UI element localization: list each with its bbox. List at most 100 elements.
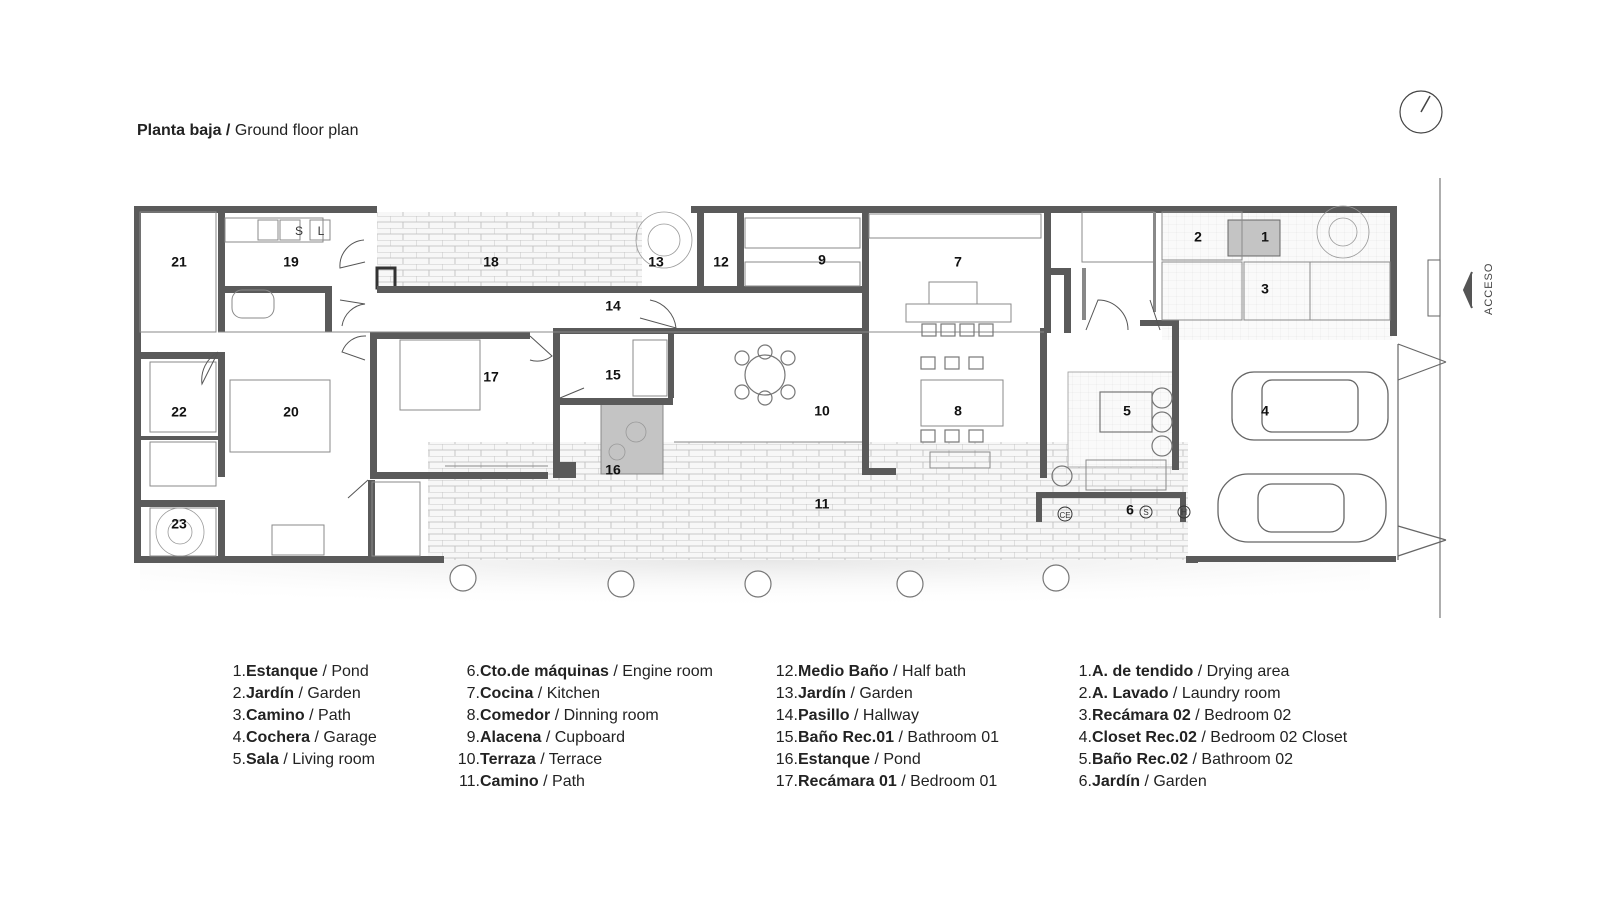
legend-num: 3. [232, 707, 246, 724]
legend-es: Medio Baño [798, 663, 889, 680]
legend-en: / Garage [314, 729, 377, 746]
legend-en: / Engine room [613, 663, 713, 680]
legend-en: / Garden [298, 685, 361, 702]
walls [134, 206, 1397, 563]
room-number: 21 [171, 254, 187, 270]
legend-en: / Drying area [1197, 663, 1290, 680]
h-circle [1177, 505, 1191, 519]
legend-item: 6.Cto.de máquinas / Engine room [452, 661, 713, 683]
legend-es: A. Lavado [1092, 685, 1169, 702]
legend-item: 11.Camino / Path [452, 771, 713, 793]
room-number: 16 [605, 462, 621, 478]
room-number: 20 [283, 404, 299, 420]
room-number: 14 [605, 298, 621, 314]
legend-es: Alacena [480, 729, 542, 746]
car-icons [1217, 371, 1389, 543]
legend-column-2: 6.Cto.de máquinas / Engine room 7.Cocina… [452, 661, 713, 793]
legend-es: Recámara 01 [798, 773, 897, 790]
room-number: 12 [713, 254, 729, 270]
legend-item: 2.Jardín / Garden [230, 683, 377, 705]
room-number: 2 [1194, 229, 1202, 245]
room-number: 19 [283, 254, 299, 270]
legend-es: Estanque [798, 751, 871, 768]
room-number: 7 [954, 254, 962, 270]
legend-item: 4.Closet Rec.02 / Bedroom 02 Closet [1076, 727, 1348, 749]
room-number: 9 [818, 252, 826, 268]
legend-item: 10.Terraza / Terrace [452, 749, 713, 771]
room-number: 18 [483, 254, 499, 270]
legend-en: / Bedroom 01 [901, 773, 998, 790]
legend-en: / Pond [874, 751, 921, 768]
legend-num: 6. [1078, 773, 1092, 790]
legend-es: Recámara 02 [1092, 707, 1191, 724]
room-numbers: 1 2 3 4 5 6 7 8 9 10 11 12 13 14 15 16 1… [171, 229, 1269, 532]
legend-item: 7.Cocina / Kitchen [452, 683, 713, 705]
legend-item: 6.Jardín / Garden [1076, 771, 1347, 793]
legend-item: 15.Baño Rec.01 / Bathroom 01 [772, 727, 999, 749]
legend-num: 11. [458, 773, 480, 790]
ce-label: CE [1059, 511, 1070, 520]
room-number: 23 [171, 516, 187, 532]
plant-icons [155, 205, 1370, 557]
legend-item: 8.Comedor / Dinning room [452, 705, 713, 727]
legend-es: Baño Rec.01 [798, 729, 895, 746]
room-number: 11 [815, 496, 830, 512]
legend-en: / Half bath [893, 663, 967, 680]
legend-es: A. de tendido [1092, 663, 1194, 680]
legend-es: Cocina [480, 685, 534, 702]
legend-es: Estanque [246, 663, 319, 680]
laundry-label: L [318, 224, 325, 238]
legend-num: 4. [1078, 729, 1092, 746]
legend-num: 16. [775, 751, 798, 768]
legend-column-3: 12.Medio Baño / Half bath 13.Jardín / Ga… [772, 661, 999, 793]
legend-en: / Path [543, 773, 585, 790]
legend-en: / Pond [322, 663, 369, 680]
pond-1 [1227, 219, 1281, 257]
legend-es: Camino [480, 773, 539, 790]
legend-num: 14. [775, 707, 798, 724]
legend-en: / Living room [283, 751, 375, 768]
legend-es: Terraza [480, 751, 536, 768]
room-number: 15 [605, 367, 621, 383]
north-arrow-icon [1399, 90, 1443, 134]
legend-item: 1.A. de tendido / Drying area [1076, 661, 1347, 683]
s-circle [1139, 505, 1153, 519]
room-number: 5 [1123, 403, 1131, 419]
legend-en: / Bedroom 02 [1195, 707, 1292, 724]
legend-es: Pasillo [798, 707, 850, 724]
room-number: 8 [954, 403, 962, 419]
legend-item: 12.Medio Baño / Half bath [772, 661, 999, 683]
brick-paving [377, 210, 1392, 560]
legend-num: 8. [466, 707, 480, 724]
sink-label: S [295, 224, 303, 238]
legend-item: 16.Estanque / Pond [772, 749, 999, 771]
interior-lines [139, 211, 1391, 557]
legend-item: 4.Cochera / Garage [230, 727, 377, 749]
room-number: 17 [483, 369, 499, 385]
legend-es: Cto.de máquinas [480, 663, 609, 680]
legend-en: / Terrace [540, 751, 603, 768]
legend-item: 17.Recámara 01 / Bedroom 01 [772, 771, 999, 793]
legend-es: Jardín [798, 685, 847, 702]
legend-column-4: 1.A. de tendido / Drying area 2.A. Lavad… [1076, 661, 1348, 793]
legend-es: Closet Rec.02 [1092, 729, 1197, 746]
legend-num: 2. [232, 685, 246, 702]
furniture [734, 323, 1173, 487]
legend-num: 12. [775, 663, 798, 680]
legend-num: 5. [1078, 751, 1092, 768]
legend-item: 13.Jardín / Garden [772, 683, 999, 705]
legend-en: / Garden [850, 685, 913, 702]
h-label: H [1181, 507, 1188, 517]
room-number: 13 [648, 254, 664, 270]
room-number: 4 [1261, 403, 1269, 419]
columns [449, 564, 1070, 598]
legend-item: 3.Recámara 02 / Bedroom 02 [1076, 705, 1347, 727]
door-icons [201, 239, 1161, 499]
legend-num: 13. [775, 685, 798, 702]
room-number: 6 [1126, 502, 1134, 518]
legend-num: 17. [775, 773, 798, 790]
legend-item: 3.Camino / Path [230, 705, 377, 727]
legend-en: / Bathroom 01 [898, 729, 1000, 746]
legend-en: / Bathroom 02 [1192, 751, 1294, 768]
